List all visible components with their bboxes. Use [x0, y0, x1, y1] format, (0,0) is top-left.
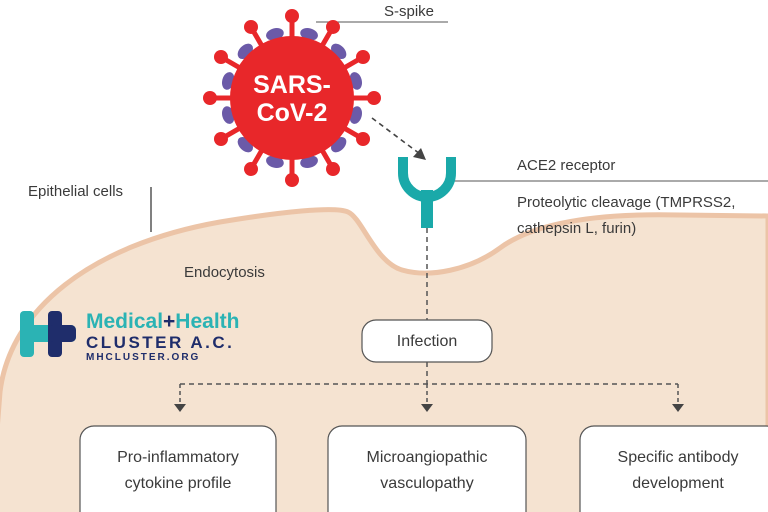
outcome-line1: Microangiopathic	[367, 449, 488, 466]
outcome-line2: cytokine profile	[125, 475, 232, 492]
arrowhead-left	[174, 404, 186, 412]
ace2-receptor-label: ACE2 receptor	[517, 157, 615, 174]
proteolytic-label-line1: Proteolytic cleavage (TMPRSS2,	[517, 194, 735, 211]
entry-arrow-head	[413, 148, 426, 160]
virus-spike-tip	[244, 162, 258, 177]
virus-spike-tip	[203, 91, 217, 105]
outcome-line2: vasculopathy	[380, 475, 473, 492]
outcome-box-antibody: Specific antibody development	[579, 425, 768, 512]
s-spike-label: S-spike	[384, 3, 434, 20]
medical-cross-icon	[20, 311, 76, 357]
coronavirus-icon: SARS- CoV-2	[203, 9, 381, 187]
virus-label-line2: CoV-2	[257, 99, 328, 127]
entry-arrow	[371, 117, 421, 155]
virus-label-line1: SARS-	[253, 71, 331, 99]
mhcluster-logo: Medical+Health CLUSTER A.C. MHCLUSTER.OR…	[20, 310, 239, 363]
epithelial-cells-label: Epithelial cells	[28, 183, 123, 200]
logo-word-health: Health	[175, 310, 239, 333]
outcome-line1: Specific antibody	[618, 449, 739, 466]
infection-label: Infection	[397, 333, 457, 350]
virus-spike-tip	[285, 173, 299, 187]
outcome-line2: development	[632, 475, 724, 492]
logo-plus: +	[163, 310, 175, 333]
virus-spike-tip	[285, 9, 299, 23]
virus-spike-tip	[213, 50, 228, 64]
virus-spike-tip	[244, 19, 258, 34]
arrowhead-middle	[421, 404, 433, 412]
logo-url-text: MHCLUSTER.ORG	[86, 352, 200, 363]
outcome-box-cytokine: Pro-inflammatory cytokine profile	[79, 425, 277, 512]
endocytosis-label: Endocytosis	[184, 264, 265, 281]
virus-spike-tip	[213, 132, 228, 146]
outcome-line1: Pro-inflammatory	[117, 449, 239, 466]
svg-text:Medical+Health: Medical+Health	[86, 310, 239, 333]
arrowhead-right	[672, 404, 684, 412]
virus-spike-tip	[356, 132, 371, 146]
logo-word-medical: Medical	[86, 310, 163, 333]
virus-spike-tip	[367, 91, 381, 105]
infection-box: Infection	[361, 319, 493, 363]
y-receptor-icon	[398, 157, 456, 228]
virus-spike-tip	[326, 19, 340, 34]
proteolytic-label-line2: cathepsin L, furin)	[517, 220, 636, 237]
outcome-box-vasculopathy: Microangiopathic vasculopathy	[327, 425, 527, 512]
logo-cluster-text: CLUSTER A.C.	[86, 333, 234, 352]
virus-spike-tip	[326, 162, 340, 177]
virus-spike-tip	[356, 50, 371, 64]
